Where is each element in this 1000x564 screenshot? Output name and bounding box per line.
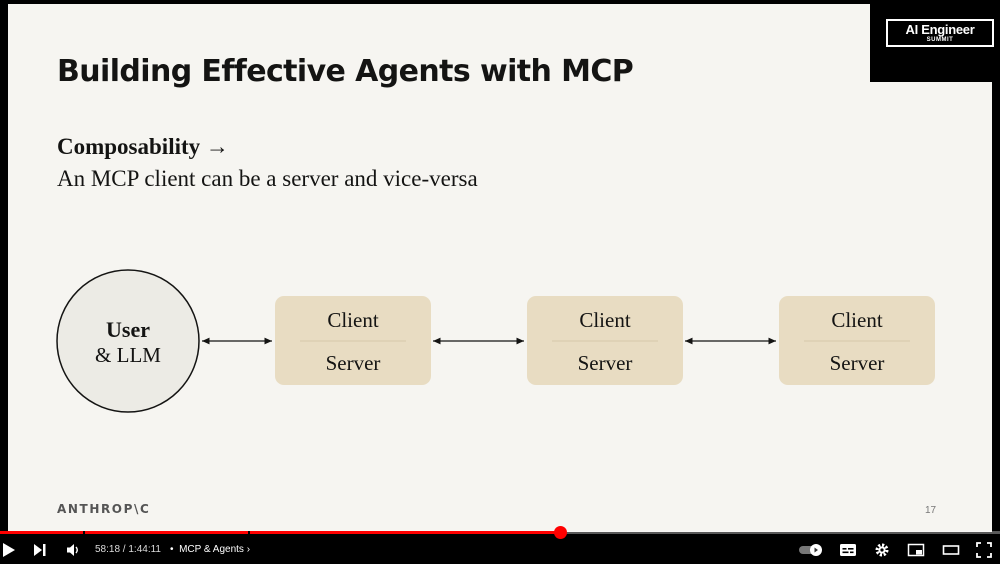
chapter-marker [83,531,85,534]
autoplay-toggle-icon[interactable] [798,543,824,557]
section-heading: Composability → [57,134,229,159]
progress-fill [0,531,560,534]
play-icon[interactable] [2,542,16,558]
section-body: An MCP client can be a server and vice-v… [57,166,478,191]
time-display: 58:18 / 1:44:11 [95,544,161,555]
client-server-box: Client Server [275,296,431,385]
theater-icon[interactable] [942,542,960,558]
chapter-title[interactable]: • MCP & Agents › [170,544,250,555]
user-circle [56,269,200,413]
ai-engineer-summit-logo: AI Engineer SUMMIT [870,0,1000,82]
client-server-box: Client Server [779,296,935,385]
fullscreen-icon[interactable] [976,542,992,558]
chapter-marker [248,531,250,534]
volume-icon[interactable] [66,542,80,558]
progress-bar[interactable] [0,526,1000,539]
client-label: Client [579,308,630,332]
page-number: 17 [925,505,937,516]
next-icon[interactable] [33,542,47,558]
settings-icon[interactable] [874,542,890,558]
miniplayer-icon[interactable] [907,542,925,558]
user-label: User [106,317,150,342]
logo-frame: AI Engineer SUMMIT [886,19,994,47]
chapter-prefix: • [170,544,180,555]
client-label: Client [831,308,882,332]
client-server-box: Client Server [527,296,683,385]
chevron-right-icon: › [243,544,251,555]
server-label: Server [830,351,885,375]
subtitles-icon[interactable] [839,542,857,558]
logo-sub-text: SUMMIT [926,37,954,43]
llm-label: & LLM [95,343,161,367]
slide: Building Effective Agents with MCP Compo… [8,4,992,532]
chapter-name: MCP & Agents [179,544,244,555]
mcp-diagram: User & LLM Client Server Client Server [56,269,935,413]
scrubber-handle[interactable] [554,526,567,539]
anthropic-wordmark: ANTHROP\C [57,502,151,516]
logo-main-text: AI Engineer [905,22,975,37]
client-label: Client [327,308,378,332]
server-label: Server [578,351,633,375]
slide-title: Building Effective Agents with MCP [57,54,634,89]
user-llm-node: User & LLM [56,269,200,413]
player-controls: 58:18 / 1:44:11 • MCP & Agents › [0,526,1000,564]
server-label: Server [326,351,381,375]
